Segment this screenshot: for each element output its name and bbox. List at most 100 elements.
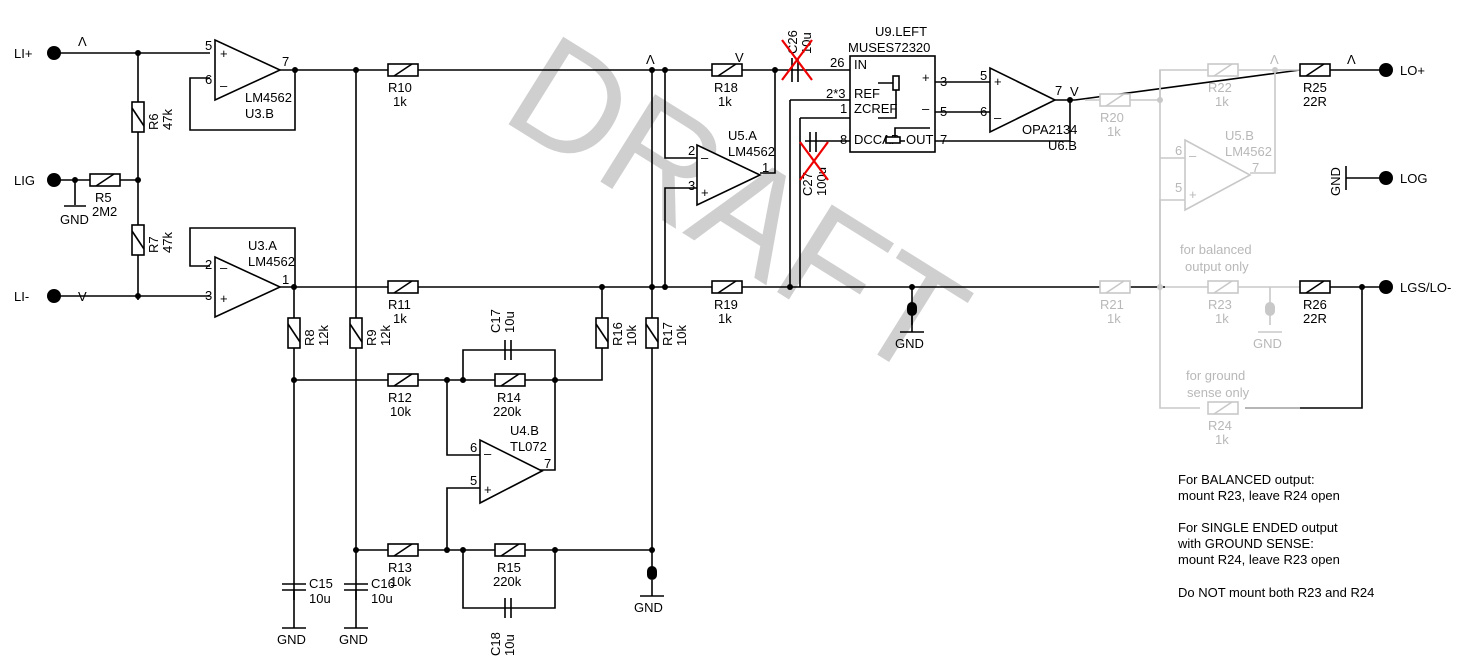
svg-text:LM4562: LM4562 xyxy=(1225,144,1272,159)
resistor-r21: R21 1k xyxy=(1099,280,1131,326)
svg-text:+: + xyxy=(220,46,228,61)
svg-text:7: 7 xyxy=(1055,83,1062,98)
svg-text:12k: 12k xyxy=(378,325,393,346)
svg-text:10u: 10u xyxy=(502,311,517,333)
svg-text:3: 3 xyxy=(205,288,212,303)
svg-text:R7: R7 xyxy=(146,236,161,253)
svg-text:U5.A: U5.A xyxy=(728,128,757,143)
terminal-log[interactable]: LOG xyxy=(1379,171,1427,186)
resistor-r8: R8 12k xyxy=(287,317,331,349)
svg-text:6: 6 xyxy=(205,72,212,87)
gnd-log: GND xyxy=(1328,166,1347,196)
svg-text:mount R23, leave R24 open: mount R23, leave R24 open xyxy=(1178,488,1340,503)
svg-text:R21: R21 xyxy=(1100,297,1124,312)
resistor-r11: R11 1k xyxy=(387,280,419,326)
svg-text:C16: C16 xyxy=(371,576,395,591)
svg-text:7: 7 xyxy=(282,54,289,69)
svg-text:10u: 10u xyxy=(799,32,814,54)
svg-text:LM4562: LM4562 xyxy=(728,144,775,159)
svg-text:10u: 10u xyxy=(371,591,393,606)
resistor-r26: R26 22R xyxy=(1299,280,1331,326)
svg-text:R16: R16 xyxy=(610,322,625,346)
svg-text:with GROUND SENSE:: with GROUND SENSE: xyxy=(1177,536,1314,551)
resistor-r17: R17 10k xyxy=(645,317,689,349)
svg-text:GND: GND xyxy=(895,336,924,351)
opamp-u3b: +– 5 6 7 LM4562 U3.B xyxy=(205,38,292,121)
svg-text:–: – xyxy=(701,150,709,165)
svg-text:7: 7 xyxy=(940,132,947,147)
terminal-lo-plus[interactable]: LO+ xyxy=(1379,63,1425,78)
svg-text:GND: GND xyxy=(634,600,663,615)
svg-text:V: V xyxy=(78,289,87,304)
svg-text:6: 6 xyxy=(470,440,477,455)
svg-text:U6.B: U6.B xyxy=(1048,138,1077,153)
svg-text:C26: C26 xyxy=(785,30,800,54)
svg-text:R14: R14 xyxy=(497,390,521,405)
gnd-c15: GND xyxy=(277,590,306,647)
svg-text:For SINGLE ENDED output: For SINGLE ENDED output xyxy=(1178,520,1338,535)
svg-text:1k: 1k xyxy=(1215,94,1229,109)
svg-text:Λ: Λ xyxy=(78,34,87,49)
svg-text:C18: C18 xyxy=(488,632,503,656)
svg-text:V: V xyxy=(735,50,744,65)
svg-text:R25: R25 xyxy=(1303,80,1327,95)
resistor-r7: R7 47k xyxy=(131,224,175,256)
svg-text:U4.B: U4.B xyxy=(510,423,539,438)
svg-text:LGS/LO-: LGS/LO- xyxy=(1400,280,1451,295)
terminal-li-plus[interactable]: LI+ xyxy=(14,46,61,61)
svg-text:–: – xyxy=(220,260,228,275)
terminal-lig[interactable]: LIG xyxy=(14,173,61,188)
svg-text:1: 1 xyxy=(762,160,769,175)
gnd-right: GND xyxy=(1253,302,1282,351)
svg-text:LI+: LI+ xyxy=(14,46,32,61)
svg-text:2M2: 2M2 xyxy=(92,204,117,219)
svg-text:OUT: OUT xyxy=(906,132,934,147)
terminal-li-minus[interactable]: LI- xyxy=(14,289,61,304)
svg-text:47k: 47k xyxy=(160,232,175,253)
svg-text:LOG: LOG xyxy=(1400,171,1427,186)
svg-text:R13: R13 xyxy=(388,560,412,575)
opamp-u6b: +– 5 6 7 OPA2134 U6.B xyxy=(980,66,1077,153)
svg-text:U3.A: U3.A xyxy=(248,238,277,253)
svg-text:12k: 12k xyxy=(316,325,331,346)
svg-text:–: – xyxy=(220,78,228,93)
capacitor-c27: C27 100u xyxy=(799,132,829,196)
svg-text:+: + xyxy=(701,185,709,200)
svg-text:1k: 1k xyxy=(1107,124,1121,139)
svg-text:+: + xyxy=(922,70,930,85)
svg-text:GND: GND xyxy=(1328,167,1343,196)
svg-text:8: 8 xyxy=(840,132,847,147)
gnd-r17: GND xyxy=(634,566,664,615)
opamp-u5a: – + 2 3 1 U5.A LM4562 xyxy=(688,128,775,207)
svg-text:TL072: TL072 xyxy=(510,439,547,454)
svg-text:3: 3 xyxy=(940,74,947,89)
svg-text:Λ: Λ xyxy=(1270,52,1279,67)
svg-text:V: V xyxy=(1070,84,1079,99)
svg-text:LIG: LIG xyxy=(14,173,35,188)
resistor-r10: R10 1k xyxy=(387,63,419,109)
svg-text:C17: C17 xyxy=(488,309,503,333)
svg-text:REF: REF xyxy=(854,86,880,101)
ic-u9-muses72320: U9.LEFT MUSES72320 IN REF ZCREF DCCAP OU… xyxy=(826,24,947,153)
svg-text:LI-: LI- xyxy=(14,289,29,304)
svg-text:IN: IN xyxy=(854,57,867,72)
svg-text:6: 6 xyxy=(980,104,987,119)
opamp-u3a: –+ 2 3 1 U3.A LM4562 xyxy=(205,238,295,319)
svg-text:5: 5 xyxy=(980,68,987,83)
hint-ground-sense: for ground sense only xyxy=(1186,368,1250,400)
svg-text:LO+: LO+ xyxy=(1400,63,1425,78)
svg-text:R11: R11 xyxy=(388,297,411,312)
svg-text:Λ: Λ xyxy=(646,52,655,67)
resistor-r16: R16 10k xyxy=(595,317,639,349)
resistor-r18: R18 1k xyxy=(711,63,743,109)
capacitor-c18: C18 10u xyxy=(488,598,517,656)
svg-text:+: + xyxy=(220,291,228,306)
svg-text:GND: GND xyxy=(339,632,368,647)
terminal-lgs-lo[interactable]: LGS/LO- xyxy=(1379,280,1451,295)
svg-text:2: 2 xyxy=(688,143,695,158)
svg-text:R18: R18 xyxy=(714,80,738,95)
svg-text:7: 7 xyxy=(544,456,551,471)
svg-text:–: – xyxy=(994,110,1002,125)
svg-text:3: 3 xyxy=(688,178,695,193)
